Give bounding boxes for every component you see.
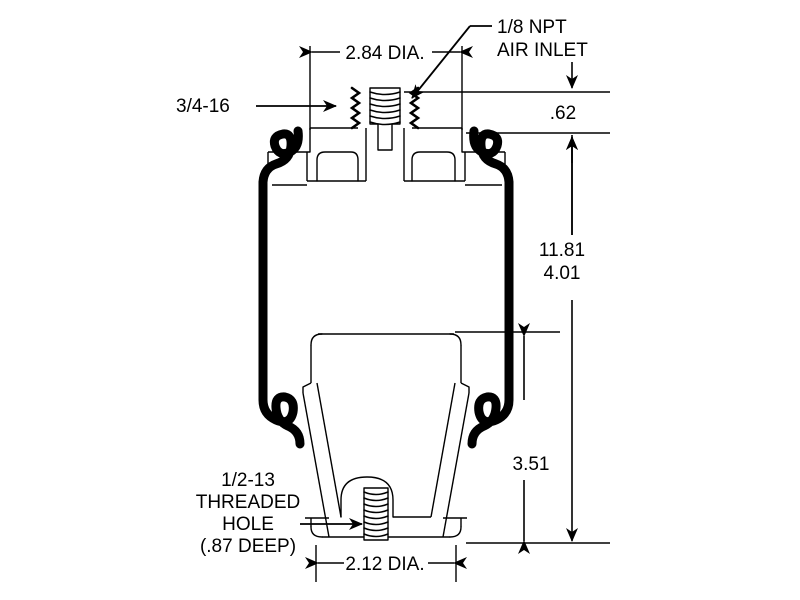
dimension-piston-height: 3.51 <box>455 323 560 554</box>
callout-air-inlet: 1/8 NPT AIR INLET <box>411 17 588 99</box>
dimension-bottom-diameter-text: 2.12 DIA. <box>345 554 424 575</box>
bottom-threaded-stud <box>363 487 389 541</box>
dimension-piston-height-text: 3.51 <box>513 454 550 475</box>
rubber-bellows <box>258 126 514 449</box>
piston <box>302 333 470 538</box>
dimension-top-diameter: 2.84 DIA. <box>299 43 473 130</box>
air-spring-part-geometry <box>258 86 514 541</box>
callout-threaded-hole-line2: THREADED <box>196 492 301 513</box>
callout-thread-top: 3/4-16 <box>176 96 337 117</box>
dimension-overall-height-text: 11.81 <box>539 240 585 261</box>
dimension-top-diameter-text: 2.84 DIA. <box>345 43 424 64</box>
callout-threaded-hole-line1: 1/2-13 <box>221 470 275 491</box>
dimension-overall-height: 11.81 4.01 <box>466 135 610 544</box>
callout-threaded-hole-line4: (.87 DEEP) <box>200 536 296 557</box>
mounting-thread-profile-left <box>349 86 362 130</box>
callout-threaded-hole-line3: HOLE <box>222 514 274 535</box>
dimension-bead-plate-height-text: .62 <box>550 103 576 124</box>
callout-threaded-hole: 1/2-13 THREADED HOLE (.87 DEEP) <box>196 470 363 557</box>
callout-air-inlet-line2: AIR INLET <box>497 40 588 61</box>
dimension-bottom-diameter: 2.12 DIA. <box>305 545 467 582</box>
dimension-stroke-height-text: 4.01 <box>544 263 581 284</box>
callout-air-inlet-line1: 1/8 NPT <box>497 17 567 38</box>
air-inlet-stud <box>369 87 401 151</box>
callout-thread-top-label: 3/4-16 <box>176 96 230 117</box>
dimension-annotations: 2.84 DIA. 3/4-16 1/8 NPT AIR INLET <box>176 17 610 582</box>
dimension-bead-plate-height: .62 <box>404 62 610 163</box>
